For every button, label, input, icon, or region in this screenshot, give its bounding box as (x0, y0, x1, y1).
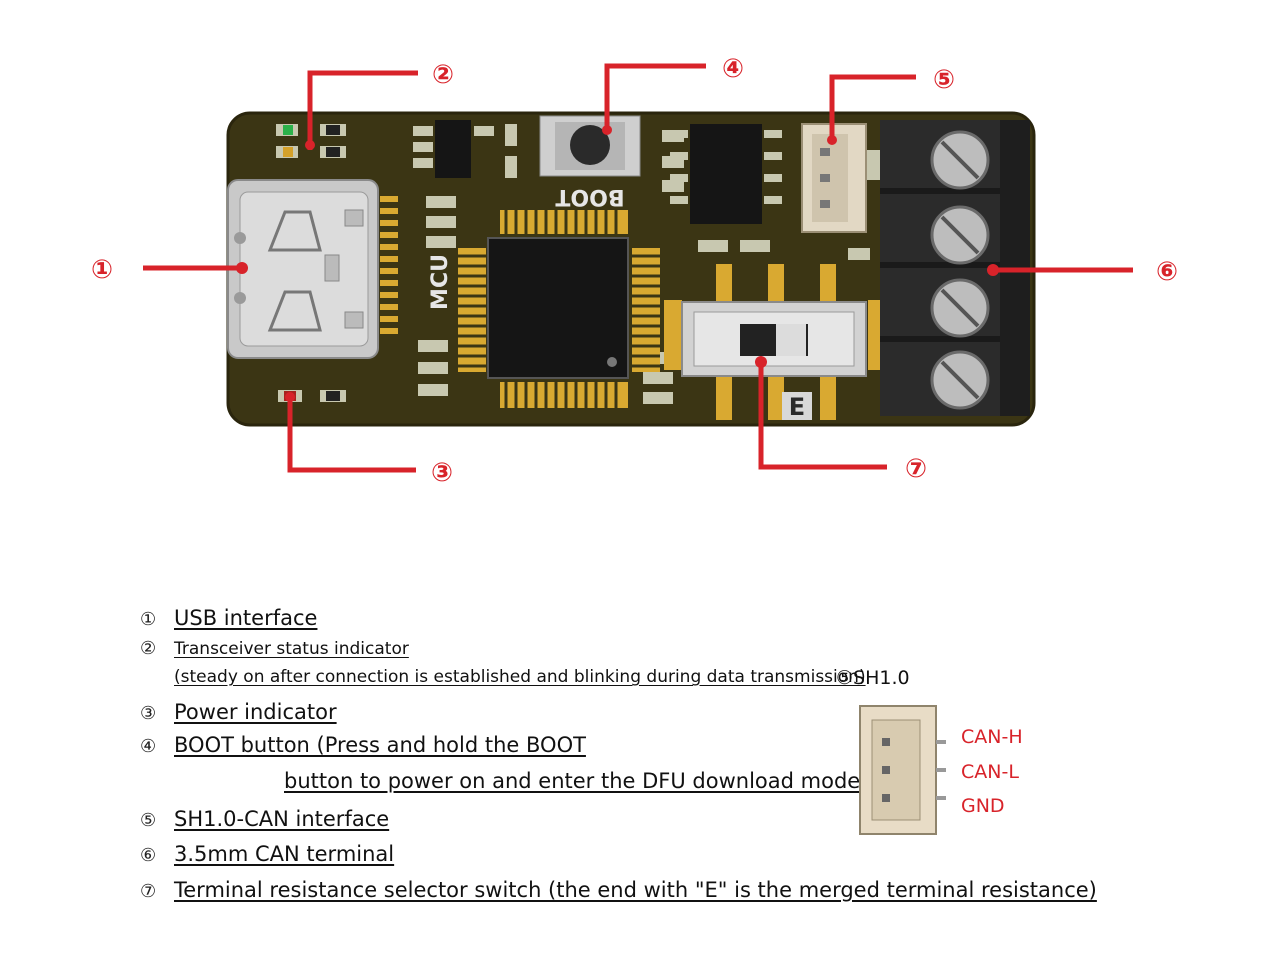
status-leds (276, 124, 346, 158)
sh10-title: ⑤SH1.0 (836, 667, 910, 689)
callout-6: ⑥ (1156, 257, 1178, 287)
legend-text: Power indicator (174, 700, 337, 724)
pin-can-h-label: CAN-H (961, 726, 1023, 748)
legend-text: BOOT button (Press and hold the BOOT (174, 733, 586, 757)
usb-c-connector (227, 179, 398, 359)
mcu-chip (458, 210, 660, 408)
callout-1: ① (91, 255, 113, 285)
legend-text: (steady on after connection is establish… (174, 667, 866, 687)
legend-text: Terminal resistance selector switch (the… (174, 878, 1097, 902)
callout-4: ④ (722, 54, 744, 84)
sh10-connector (801, 123, 867, 233)
legend-item-4-detail: button to power on and enter the DFU dow… (284, 769, 868, 793)
legend-num: ③ (140, 703, 157, 724)
legend-num: ⑤ (140, 810, 157, 831)
legend-item-6: ⑥ 3.5mm CAN terminal (140, 842, 394, 866)
boot-silkscreen: BOOT (555, 184, 624, 209)
legend-text: button to power on and enter the DFU dow… (284, 769, 869, 793)
callout-2: ② (432, 60, 454, 90)
legend-item-2-detail: (steady on after connection is establish… (174, 667, 866, 687)
callout-lines (143, 63, 1133, 473)
regulator (413, 120, 494, 178)
e-silkscreen: E (789, 393, 805, 421)
callout-7: ⑦ (905, 454, 927, 484)
legend-item-4: ④ BOOT button (Press and hold the BOOT (140, 733, 586, 757)
mcu-silkscreen: MCU (428, 254, 453, 310)
legend-text: USB interface (174, 606, 318, 630)
legend-text: Transceiver status indicator (174, 639, 409, 659)
legend-num: ① (140, 609, 157, 630)
legend-item-5: ⑤ SH1.0-CAN interface (140, 807, 389, 831)
legend-num: ⑥ (140, 845, 157, 866)
legend-item-2: ② Transceiver status indicator (140, 638, 409, 659)
pin-gnd-label: GND (961, 795, 1005, 817)
can-transceiver (670, 124, 782, 224)
legend-item-1: ① USB interface (140, 606, 317, 630)
legend-item-7: ⑦ Terminal resistance selector switch (th… (140, 878, 1097, 902)
legend-text: SH1.0-CAN interface (174, 807, 390, 831)
callout-3: ③ (431, 458, 453, 488)
e-silkscreen-box (782, 392, 812, 420)
legend-item-3: ③ Power indicator (140, 700, 337, 724)
board-diagram: BOOT MCU (91, 54, 1178, 488)
boot-button (539, 115, 641, 177)
legend-text: 3.5mm CAN terminal (174, 842, 395, 866)
legend-num: ② (140, 638, 157, 659)
callout-5: ⑤ (933, 65, 955, 95)
pin-can-l-label: CAN-L (961, 761, 1019, 783)
sh10-pinout-diagram (859, 705, 946, 835)
resistor-switch (664, 264, 886, 420)
legend-num: ⑦ (140, 881, 157, 902)
legend-num: ④ (140, 736, 157, 757)
